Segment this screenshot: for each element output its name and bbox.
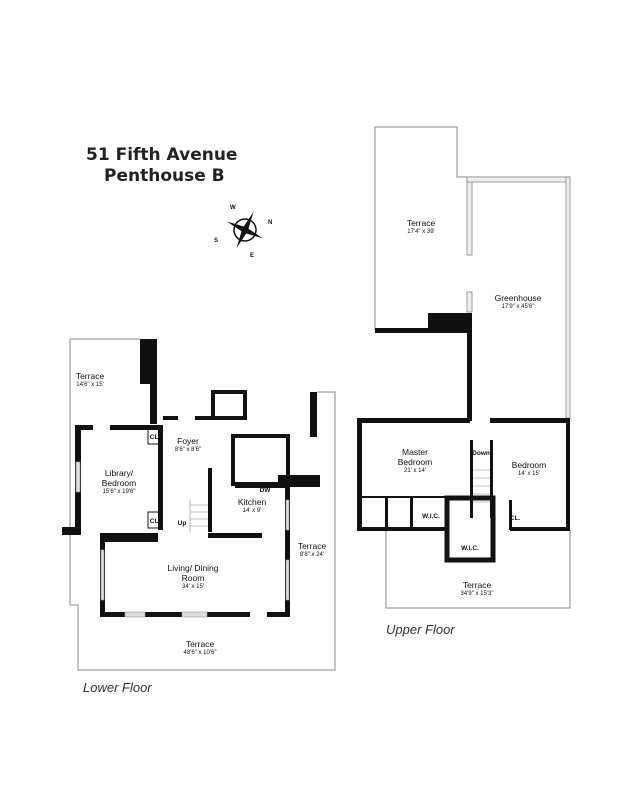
- page-title: 51 Fifth Avenue Penthouse B: [86, 145, 238, 186]
- lower-floor-label: Lower Floor: [83, 680, 152, 695]
- compass-n: N: [268, 220, 272, 226]
- dishwasher-label: DW: [259, 487, 271, 494]
- upper-floor-label: Upper Floor: [386, 622, 455, 637]
- upper-stairs: [473, 469, 490, 503]
- lower-terrace-outline: [69, 338, 336, 671]
- upper-floor-walls: [357, 313, 570, 563]
- lower-floor-windows: [75, 461, 290, 618]
- closet-label: CL.: [509, 515, 521, 522]
- compass-w: W: [230, 205, 236, 211]
- closet-label: CL.: [149, 518, 161, 525]
- walk-in-closet-label: W.I.C.: [422, 513, 440, 520]
- stairs-down-label: Down: [472, 450, 490, 457]
- closet-label: CL.: [149, 434, 161, 441]
- walk-in-closet-label: W.I.C.: [461, 545, 479, 552]
- upper-south-terrace-outline: [385, 530, 571, 609]
- compass-icon: [226, 211, 264, 249]
- lower-stairs: [189, 500, 208, 532]
- compass-s: S: [214, 238, 218, 244]
- compass-e: E: [250, 253, 254, 259]
- stairs-up-label: Up: [177, 520, 187, 527]
